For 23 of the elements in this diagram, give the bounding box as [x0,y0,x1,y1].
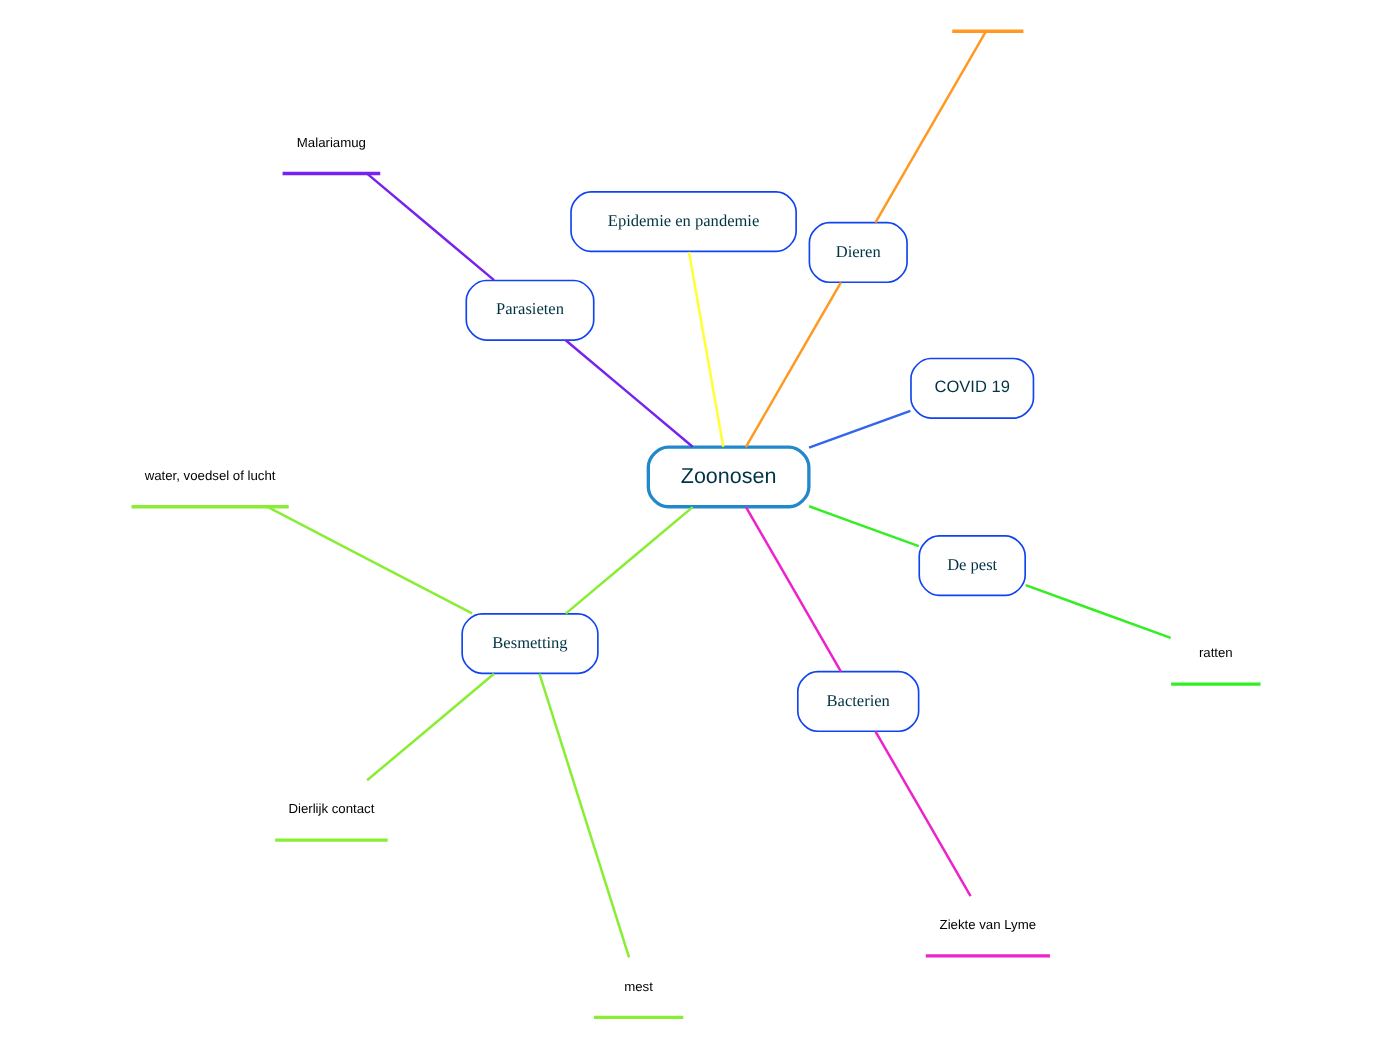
connector [874,29,987,223]
node-box: Bacterien [796,669,920,732]
connector [564,338,694,447]
connector [366,171,495,281]
node-box: COVID 19 [910,356,1035,418]
connector [744,505,842,672]
connector [808,504,920,547]
node-box: Epidemie en pandemie [570,190,797,252]
connector [366,671,495,781]
node-box: De pest [918,534,1026,596]
node-box: Dieren [808,220,908,283]
connector [744,280,842,447]
connector [538,672,631,957]
connector [808,408,911,448]
connector [687,250,725,446]
node-box: Besmetting [461,611,599,674]
node-box: Parasieten [465,278,595,340]
connector [267,504,473,614]
connector [1025,582,1172,639]
node-bar [952,28,1024,32]
connector [564,505,694,614]
node-box: Zoonosen [646,444,811,508]
connector [874,729,972,896]
